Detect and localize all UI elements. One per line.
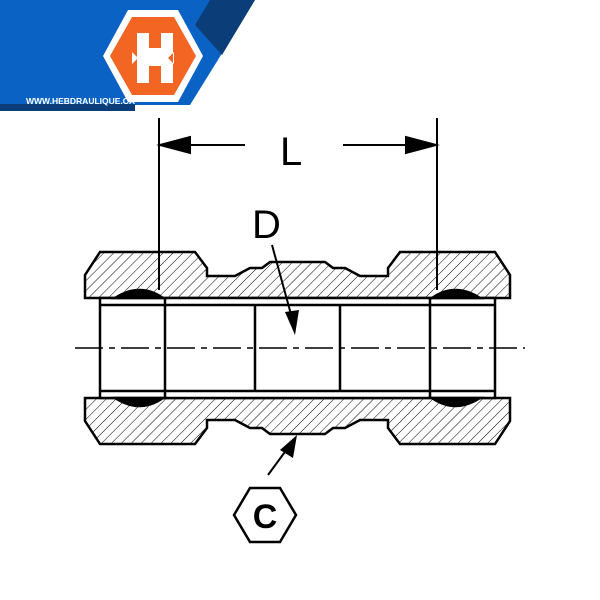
length-label: L bbox=[280, 130, 302, 174]
diameter-leader bbox=[271, 244, 299, 335]
logo-letter-h bbox=[132, 33, 174, 83]
brand-banner: WWW.HEBDRAULIQUE.CA bbox=[0, 0, 255, 111]
logo-hexagon bbox=[103, 10, 203, 102]
hex-label: C bbox=[253, 498, 278, 536]
hex-leader bbox=[267, 435, 297, 476]
hex-callout: C bbox=[232, 486, 298, 544]
website-url: WWW.HEBDRAULIQUE.CA bbox=[26, 96, 135, 106]
diameter-label: D bbox=[252, 203, 281, 247]
